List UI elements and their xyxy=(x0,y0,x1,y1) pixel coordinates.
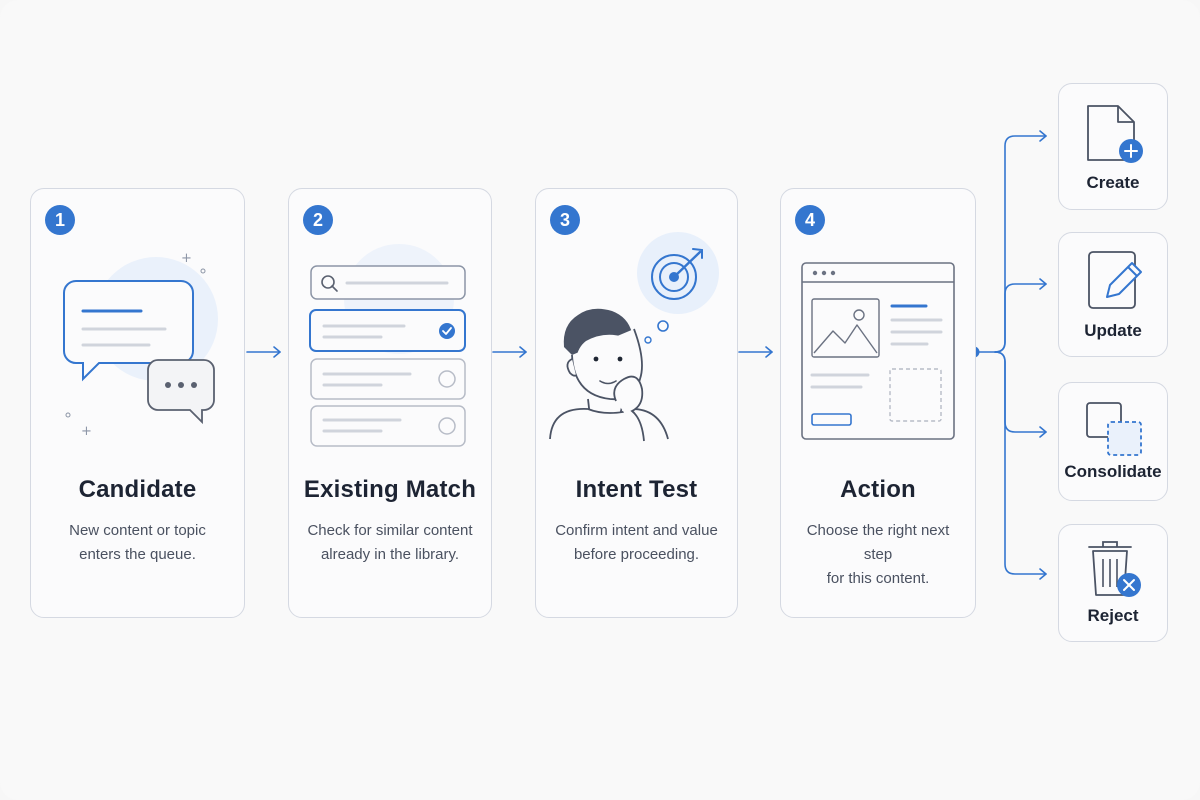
step-description-line: New content or topic xyxy=(69,522,206,539)
step-description-line: already in the library. xyxy=(320,546,460,563)
outcome-card-reject: Reject xyxy=(1058,524,1168,642)
step-description-line: Check for similar content xyxy=(307,522,473,539)
step-description: New content or topic enters the queue. xyxy=(47,519,228,567)
thinking-person-icon xyxy=(549,232,719,442)
outcome-card-consolidate: Consolidate xyxy=(1058,382,1168,501)
outcome-label: Reject xyxy=(1087,606,1139,625)
outcome-label: Create xyxy=(1086,173,1140,192)
trash-reject-icon xyxy=(1088,541,1141,597)
step-title: Action xyxy=(840,476,916,503)
chat-bubbles-icon: + + xyxy=(63,251,218,439)
step-card-intent-test: 3 Intent Test Confirm intent and value b… xyxy=(535,188,738,618)
step-description: Check for similar content already in the… xyxy=(305,519,475,567)
step-description-line: Choose the right next step xyxy=(806,522,950,563)
step-number-badge: 4 xyxy=(795,205,825,235)
branch-connectors xyxy=(973,130,1047,580)
step-title: Existing Match xyxy=(303,476,477,503)
webpage-layout-icon xyxy=(801,262,955,440)
step-description-line: for this content. xyxy=(826,570,930,587)
svg-text:+: + xyxy=(81,424,92,439)
svg-text:+: + xyxy=(181,251,192,266)
arrow-step2-to-step3 xyxy=(492,346,527,358)
step-card-action: 4 Action Choose the right next step for … xyxy=(780,188,976,618)
arrow-step3-to-step4 xyxy=(738,346,773,358)
step-title: Candidate xyxy=(78,476,197,503)
step-number-badge: 3 xyxy=(550,205,580,235)
step-card-existing-match: 2 Existing Match Check for similar conte… xyxy=(288,188,492,618)
outcome-card-update: Update xyxy=(1058,232,1168,357)
merge-squares-icon xyxy=(1086,402,1142,456)
step-number-badge: 1 xyxy=(45,205,75,235)
step-description-line: before proceeding. xyxy=(573,546,700,563)
step-number-badge: 2 xyxy=(303,205,333,235)
search-results-icon xyxy=(309,244,466,447)
outcome-label: Update xyxy=(1084,321,1142,340)
step-title: Intent Test xyxy=(575,476,698,503)
outcome-card-create: Create xyxy=(1058,83,1168,210)
file-plus-icon xyxy=(1087,105,1143,163)
step-card-candidate: 1 + + Candidate New content or topic ent… xyxy=(30,188,245,618)
step-description: Confirm intent and value before proceedi… xyxy=(552,519,721,567)
edit-document-icon xyxy=(1088,251,1142,309)
step-description-line: Confirm intent and value xyxy=(555,522,718,539)
arrow-step1-to-step2 xyxy=(246,346,281,358)
step-description: Choose the right next step for this cont… xyxy=(797,519,959,591)
outcome-label: Consolidate xyxy=(1064,462,1162,481)
step-description-line: enters the queue. xyxy=(79,546,196,563)
